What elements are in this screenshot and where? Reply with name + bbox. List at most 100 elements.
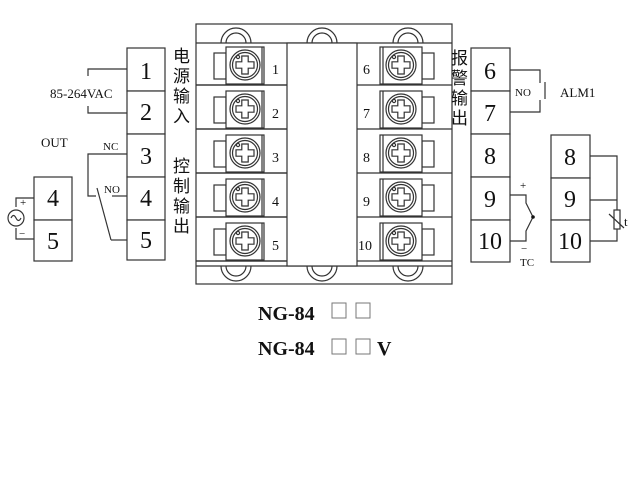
svg-text:NG-84: NG-84 xyxy=(258,303,315,325)
svg-text:9: 9 xyxy=(484,187,496,213)
rtd-label: t xyxy=(624,214,628,229)
terminal-screw-icon xyxy=(196,90,287,130)
placeholder-box xyxy=(331,302,347,319)
svg-text:入: 入 xyxy=(173,107,190,127)
svg-text:源: 源 xyxy=(173,67,190,87)
alarm-label: ALM1 xyxy=(560,85,595,100)
terminal-box-5 xyxy=(126,219,166,261)
control-output-caption: 控 制 输 出 xyxy=(173,157,190,237)
no-label: NO xyxy=(104,184,120,196)
svg-text:5: 5 xyxy=(47,229,59,255)
power-supply-wiring: 85-264VAC xyxy=(50,68,127,114)
voltage-label: 85-264VAC xyxy=(50,86,113,101)
svg-text:制: 制 xyxy=(173,177,190,197)
svg-text:−: − xyxy=(521,243,527,255)
nc-label: NC xyxy=(103,141,118,153)
terminal-screw-icon xyxy=(196,46,435,86)
terminal-box-10 xyxy=(550,219,591,263)
rtd-block: 8 9 10 t xyxy=(550,134,628,263)
ac-source-icon xyxy=(7,209,25,227)
terminal-box-5 xyxy=(33,219,73,262)
svg-text:10: 10 xyxy=(558,229,582,255)
svg-text:−: − xyxy=(19,228,25,240)
out-block: OUT 4 5 + − xyxy=(7,135,73,262)
mount-clip-icon xyxy=(392,27,424,44)
svg-text:NG-84: NG-84 xyxy=(258,338,315,360)
model-number-2: NG-84 V xyxy=(258,338,392,360)
no-label: NO xyxy=(515,87,531,99)
terminal-screw-icon xyxy=(196,134,287,174)
placeholder-box xyxy=(355,338,371,355)
svg-text:警: 警 xyxy=(451,69,468,89)
svg-text:6: 6 xyxy=(484,59,496,85)
terminal-screw-icon xyxy=(196,178,435,218)
mount-clip-icon xyxy=(392,265,424,282)
model-suffix: V xyxy=(377,338,392,360)
device-terminal-label: 4 xyxy=(272,195,279,210)
left-terminal-strip: 1 2 3 4 5 xyxy=(126,47,166,261)
tc-junction-icon xyxy=(531,215,535,219)
terminal-box-2 xyxy=(126,90,166,135)
device-terminal-label: 10 xyxy=(358,239,372,254)
svg-text:10: 10 xyxy=(478,229,502,255)
mount-clip-icon xyxy=(306,265,338,282)
terminal-screw-icon xyxy=(196,134,435,174)
terminal-number: 4 xyxy=(140,186,152,212)
terminal-box-9 xyxy=(550,177,591,221)
svg-text:输: 输 xyxy=(451,89,468,109)
terminal-box-10 xyxy=(470,219,511,263)
thermocouple-wiring: + − TC xyxy=(510,180,535,269)
model-number-1: NG-84 xyxy=(258,302,371,325)
terminal-number: 5 xyxy=(140,228,152,254)
terminal-box-4 xyxy=(126,176,166,221)
device-terminal-label: 6 xyxy=(363,63,370,78)
device-terminal-label: 2 xyxy=(272,107,279,122)
terminal-screw-icon xyxy=(196,178,287,218)
terminal-number: 3 xyxy=(140,144,152,170)
svg-text:报: 报 xyxy=(451,49,468,69)
terminal-box-4 xyxy=(33,176,73,221)
terminal-number: 2 xyxy=(140,100,152,126)
terminal-screw-icon xyxy=(196,222,435,262)
power-input-caption: 电 源 输 入 xyxy=(173,47,190,127)
out-title: OUT xyxy=(41,135,68,150)
svg-text:出: 出 xyxy=(451,109,468,129)
center-panel xyxy=(286,42,358,267)
terminal-box-7 xyxy=(470,90,511,135)
alarm-relay-wiring: NO ALM1 xyxy=(510,69,595,113)
placeholder-box xyxy=(355,302,371,319)
svg-text:7: 7 xyxy=(484,101,496,127)
device-terminal-label: 7 xyxy=(363,107,370,122)
svg-text:8: 8 xyxy=(564,145,576,171)
svg-text:出: 出 xyxy=(173,217,190,237)
terminal-screw-icon xyxy=(196,90,435,130)
placeholder-box xyxy=(331,338,347,355)
control-relay-wiring: NC NO xyxy=(87,141,127,241)
svg-text:8: 8 xyxy=(484,144,496,170)
device-terminal-label: 1 xyxy=(272,63,279,78)
device-terminal-label: 9 xyxy=(363,195,370,210)
tc-label: TC xyxy=(520,257,534,269)
right-terminal-strip: 6 7 8 9 10 xyxy=(470,47,511,263)
svg-text:输: 输 xyxy=(173,87,190,107)
terminal-box-9 xyxy=(470,176,511,221)
svg-text:+: + xyxy=(20,197,26,209)
mount-clip-icon xyxy=(220,27,252,44)
svg-text:电: 电 xyxy=(173,47,190,67)
svg-text:控: 控 xyxy=(173,157,190,177)
alarm-caption: 报 警 输 出 xyxy=(451,49,468,129)
device-terminal-label: 8 xyxy=(363,151,370,166)
svg-text:9: 9 xyxy=(564,187,576,213)
rtd-sensor-icon xyxy=(613,209,621,230)
svg-text:输: 输 xyxy=(173,197,190,217)
mount-clip-icon xyxy=(306,27,338,44)
terminal-box-8 xyxy=(470,133,511,178)
svg-text:4: 4 xyxy=(47,186,59,212)
controller-rear-panel: 1 2 3 4 5 6 7 8 9 10 xyxy=(195,23,453,285)
terminal-number: 1 xyxy=(140,59,152,85)
terminal-box-6 xyxy=(470,47,511,92)
svg-text:+: + xyxy=(520,180,526,192)
device-terminal-label: 3 xyxy=(272,151,279,166)
mount-clip-icon xyxy=(220,265,252,282)
